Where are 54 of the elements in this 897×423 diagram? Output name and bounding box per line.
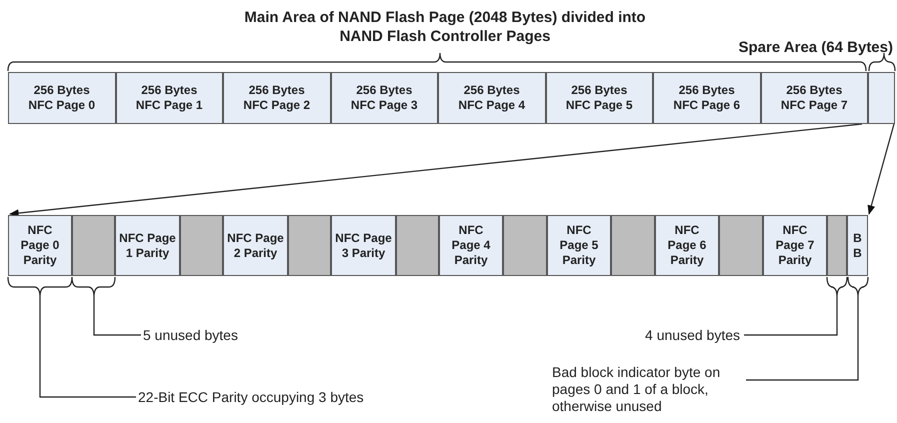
leader-line	[93, 297, 141, 336]
cell-text: NFC Page 7	[780, 98, 848, 113]
cell-text: 256 Bytes	[141, 83, 198, 98]
annotation-text: 5 unused bytes	[143, 326, 293, 344]
leader-line	[744, 297, 838, 336]
memory-cell: NFC Page 3 Parity	[331, 215, 396, 276]
cell-text: NFC Page 5	[566, 98, 633, 113]
memory-cell: NFC Page 7 Parity	[763, 215, 827, 276]
unused-cell	[611, 215, 655, 276]
unused-cell	[72, 215, 115, 276]
memory-cell	[653, 72, 760, 124]
memory-cell	[760, 72, 868, 124]
leader-line	[39, 297, 136, 398]
memory-cell: NFC Page 0 Parity	[8, 215, 72, 276]
cell-text: 256 Bytes	[464, 83, 520, 98]
heading-label: Spare Area (64 Bytes)	[737, 38, 893, 57]
memory-cell: NFC Page 1 Parity	[115, 215, 180, 276]
unused-cell	[827, 215, 847, 276]
memory-cell	[8, 72, 116, 124]
memory-cell	[116, 72, 223, 124]
unused-cell	[719, 215, 763, 276]
cell-text: NFC Page 3	[350, 98, 418, 113]
memory-cell	[438, 72, 546, 124]
cell-text: NFC Page 1	[136, 98, 203, 113]
memory-cell: NFC Page 2 Parity	[223, 215, 288, 276]
unused-cell	[288, 215, 331, 276]
unused-cell	[180, 215, 223, 276]
cell-text: 256 Bytes	[356, 83, 412, 98]
unused-cell	[396, 215, 439, 276]
memory-cell	[223, 72, 330, 124]
memory-cell: NFC Page 6 Parity	[655, 215, 719, 276]
arrow	[9, 123, 862, 217]
memory-cell	[330, 72, 438, 124]
cell-text: NFC Page 0	[28, 98, 96, 113]
annotation-text: 4 unused bytes	[600, 326, 740, 344]
annotation-text: 22-Bit ECC Parity occupying 3 bytes	[138, 388, 418, 406]
arrow	[868, 124, 895, 215]
memory-cell: B B	[847, 215, 868, 276]
spare-area-cell	[868, 72, 895, 124]
unused-cell	[503, 215, 547, 276]
leader-line	[746, 297, 859, 381]
cell-text: 256 Bytes	[571, 83, 628, 98]
cell-text: 256 Bytes	[786, 83, 842, 98]
cell-text: 256 Bytes	[678, 83, 735, 98]
cell-text: NFC Page 6	[673, 98, 740, 113]
cell-text: 256 Bytes	[248, 83, 305, 98]
cell-text: NFC Page 2	[243, 98, 310, 113]
heading-label: Main Area of NAND Flash Page (2048 Bytes) divided into NAND Flash Controller Pages	[243, 8, 647, 46]
memory-cell: NFC Page 4 Parity	[439, 215, 503, 276]
memory-cell	[546, 72, 653, 124]
memory-cell: NFC Page 5 Parity	[547, 215, 611, 276]
annotation-text: Bad block indicator byte on pages 0 and 1 of a block, otherwise unused	[552, 362, 742, 416]
cell-text: NFC Page 4	[458, 98, 526, 113]
cell-text: 256 Bytes	[34, 83, 90, 98]
